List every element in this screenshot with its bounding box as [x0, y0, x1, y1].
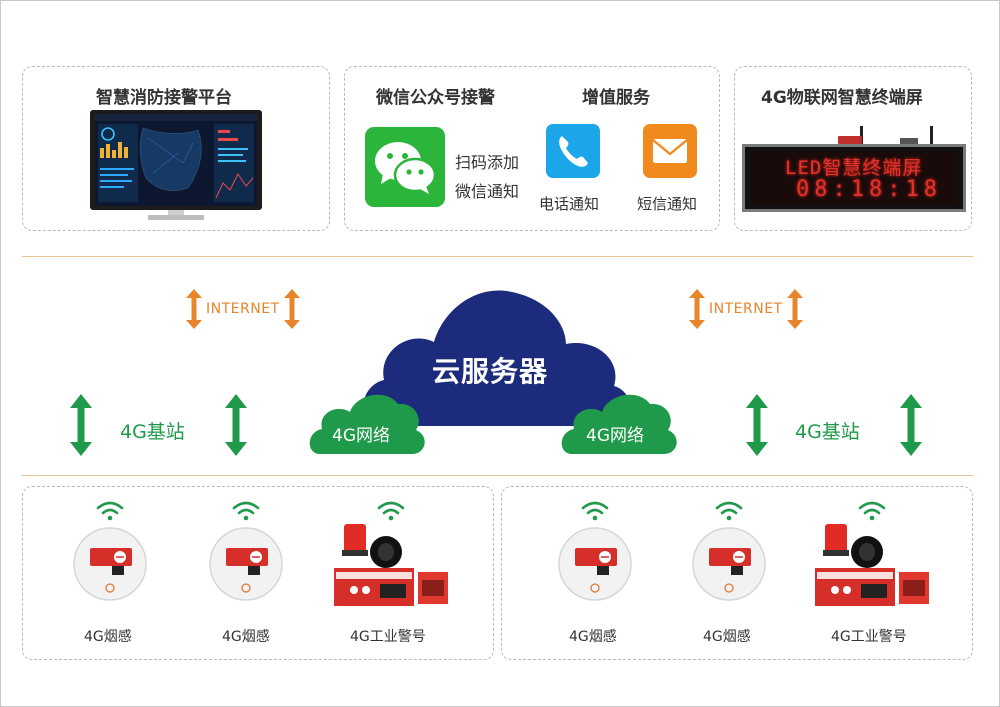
platform-title: 智慧消防接警平台 [96, 88, 232, 108]
cloud-server-label: 云服务器 [432, 355, 549, 388]
wechat-icon [365, 127, 445, 207]
sms-icon [643, 124, 697, 178]
base-station-arrow-icon [746, 394, 768, 456]
wifi-signal-icon [581, 501, 609, 521]
wechat-notify-text: 微信通知 [455, 182, 520, 201]
device-label: 4G烟感 [703, 629, 751, 645]
wechat-title: 微信公众号接警 [376, 88, 495, 108]
base-station-label-left: 4G基站 [120, 421, 185, 443]
led-text-line2: 08:18:18 [796, 177, 942, 202]
wechat-service-panel [344, 66, 720, 231]
phone-notify-label: 电话通知 [539, 195, 600, 213]
device-label: 4G工业警号 [350, 629, 426, 645]
smoke-detector-icon [209, 527, 283, 601]
cloud-4g-left-icon [309, 394, 425, 454]
base-station-arrow-icon [900, 394, 922, 456]
wifi-signal-icon [96, 501, 124, 521]
cloud-server-icon [362, 290, 631, 426]
wifi-signal-icon [858, 501, 886, 521]
value-added-title: 增值服务 [582, 88, 650, 108]
internet-arrow-icon [787, 289, 803, 329]
divider-bottom [22, 475, 973, 476]
cloud-4g-right-label: 4G网络 [586, 426, 644, 446]
device-label: 4G工业警号 [831, 629, 907, 645]
device-label: 4G烟感 [569, 629, 617, 645]
divider-top [22, 256, 973, 257]
wifi-signal-icon [715, 501, 743, 521]
device-label: 4G烟感 [84, 629, 132, 645]
internet-arrow-icon [284, 289, 300, 329]
base-station-arrow-icon [225, 394, 247, 456]
sms-notify-label: 短信通知 [637, 195, 698, 213]
industrial-alarm-icon [334, 524, 448, 606]
led-screen-panel [734, 66, 972, 231]
cloud-4g-left-label: 4G网络 [332, 426, 390, 446]
industrial-alarm-icon [815, 524, 929, 606]
led-screen-device-icon [742, 126, 966, 212]
smoke-detector-icon [73, 527, 147, 601]
wifi-signal-icon [232, 501, 260, 521]
phone-icon [546, 124, 600, 178]
devices-panel-right [501, 486, 973, 660]
device-label: 4G烟感 [222, 629, 270, 645]
base-station-arrow-icon [70, 394, 92, 456]
wifi-signal-icon [377, 501, 405, 521]
internet-arrow-icon [689, 289, 705, 329]
led-screen-title: 4G物联网智慧终端屏 [761, 88, 923, 108]
smoke-detector-icon [692, 527, 766, 601]
wechat-scan-text: 扫码添加 [455, 153, 520, 172]
base-station-label-right: 4G基站 [795, 421, 860, 443]
cloud-4g-right-icon [561, 394, 677, 454]
devices-panel-left [22, 486, 494, 660]
monitor-icon [90, 110, 262, 220]
internet-label-left: INTERNET [206, 301, 280, 317]
internet-arrow-icon [186, 289, 202, 329]
platform-panel [22, 66, 330, 231]
internet-label-right: INTERNET [709, 301, 783, 317]
led-text-line1: LED智慧终端屏 [785, 157, 923, 179]
smoke-detector-icon [558, 527, 632, 601]
